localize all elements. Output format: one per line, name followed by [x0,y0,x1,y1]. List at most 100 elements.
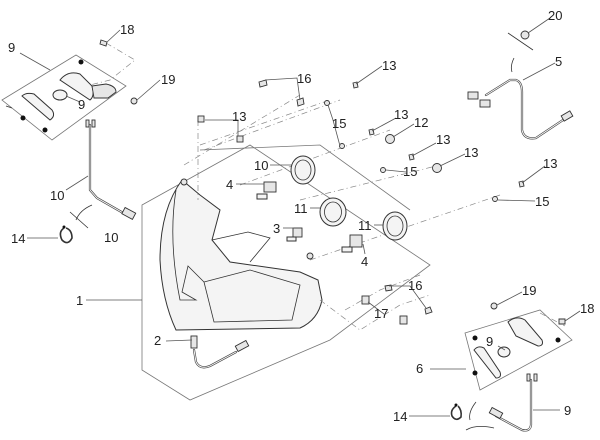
label-18-top: 18 [120,22,134,37]
screw-16-d [424,306,433,315]
harness-5-end-plug [560,110,574,122]
headlight-bulbs [256,181,363,253]
turn-signal-lens-6-front [473,346,501,379]
wire-9-plug-b [91,119,96,128]
headlight-mount-top [180,178,188,186]
clamp-14-left [59,227,73,244]
break-mark-20 [507,32,534,73]
dash-guide [183,94,301,166]
leader-15c [497,199,536,202]
label-9-bottom: 9 [564,403,571,418]
leader-16a [264,77,301,101]
clip-12-b [236,135,244,143]
leader-7 [19,52,51,71]
wire-9-highlight [89,124,126,215]
label-10-a: 10 [254,158,268,173]
bulb-2-socket [190,335,198,349]
leader-19a [136,79,161,101]
label-16-bottom: 16 [408,278,422,293]
turn-signal-wire-9-top [69,119,137,229]
label-20: 20 [548,8,562,23]
leader-lines [19,17,581,417]
turn-signal-bulb-6 [497,346,511,358]
label-5: 5 [555,54,562,69]
clamp-14-right [450,405,462,421]
headlight-body [159,179,323,331]
label-15-a: 15 [332,116,346,131]
clamp-14b-tip [454,403,458,407]
screw-18-top [99,39,108,47]
label-19-top: 19 [161,72,175,87]
washer-15-d [492,196,498,202]
washer-15-a [324,100,330,106]
clip-12-a [197,115,205,123]
label-15-b: 15 [403,164,417,179]
leader-11b [439,153,466,167]
label-13-d: 13 [543,156,557,171]
label-16-top: 16 [297,71,311,86]
screw-dot [42,127,48,133]
label-1: 1 [76,293,83,308]
small-screw [5,105,13,109]
dash-line-18 [89,42,136,86]
harness-5-wire-highlight [485,79,567,139]
leader-8b [497,345,506,351]
bulb-3-glass [286,236,297,242]
label-9-left: 10 [50,188,64,203]
group-box-7 [1,54,127,141]
nut-19-top [130,97,138,105]
break-mark [69,204,93,229]
leader-18b [564,310,581,322]
washer-15-b [339,143,345,149]
turn-signal-stem [91,83,117,99]
bulb-4-a-glass [256,193,268,200]
leader-11a [392,123,415,138]
screw-dot [555,337,561,343]
leader-5 [522,62,556,81]
leader-13a [355,65,383,85]
grommet-11-a [385,134,395,144]
label-19-bottom: 19 [522,283,536,298]
label-4-b: 4 [361,254,368,269]
headlight-assembly-1 [141,144,431,401]
wire-9-path [88,123,127,216]
wire-9b-highlight [495,379,532,431]
screw-16-a [258,79,268,88]
dash-guide [199,99,331,146]
leader-20 [527,17,551,34]
label-13-b: 13 [394,107,408,122]
label-9-lower: 10 [104,230,118,245]
screw-16-c [384,284,393,292]
turn-signal-bulb-7 [52,89,68,101]
dash-guide [239,129,391,186]
harness-5-plug-b [479,99,491,108]
screw-dot [20,115,26,121]
label-13-a: 13 [382,58,396,73]
dash-line-18b [539,312,566,327]
bulb-cover-rings [290,155,408,241]
wiring-harness-5 [467,30,574,140]
turn-signal-lens-rear [21,92,55,121]
turn-signal-wire-9-bottom [465,373,538,432]
bulb-4-a-socket [263,181,277,193]
dash-guide [299,164,441,201]
leader-2 [165,339,193,342]
bulb-2-wire-highlight [193,349,237,368]
clip-17-b [399,315,408,325]
leader-19b [496,291,523,306]
label-8-bottom: 9 [486,334,493,349]
bulb-2-connector [234,339,250,353]
grommet-11-b [432,163,442,173]
wire-9b-plug-b [533,373,538,382]
harness-5-wire [484,78,568,140]
leader-9a [65,175,89,191]
position-bulb-2 [190,335,250,369]
headlight-inner-lens [203,269,301,323]
turn-signal-assembly-7 [1,39,138,141]
dash-guide [344,274,421,311]
screw-16-b [296,97,305,107]
clamp-14-tip [62,225,66,229]
label-8-top: 9 [78,97,85,112]
leader-17 [367,301,385,315]
